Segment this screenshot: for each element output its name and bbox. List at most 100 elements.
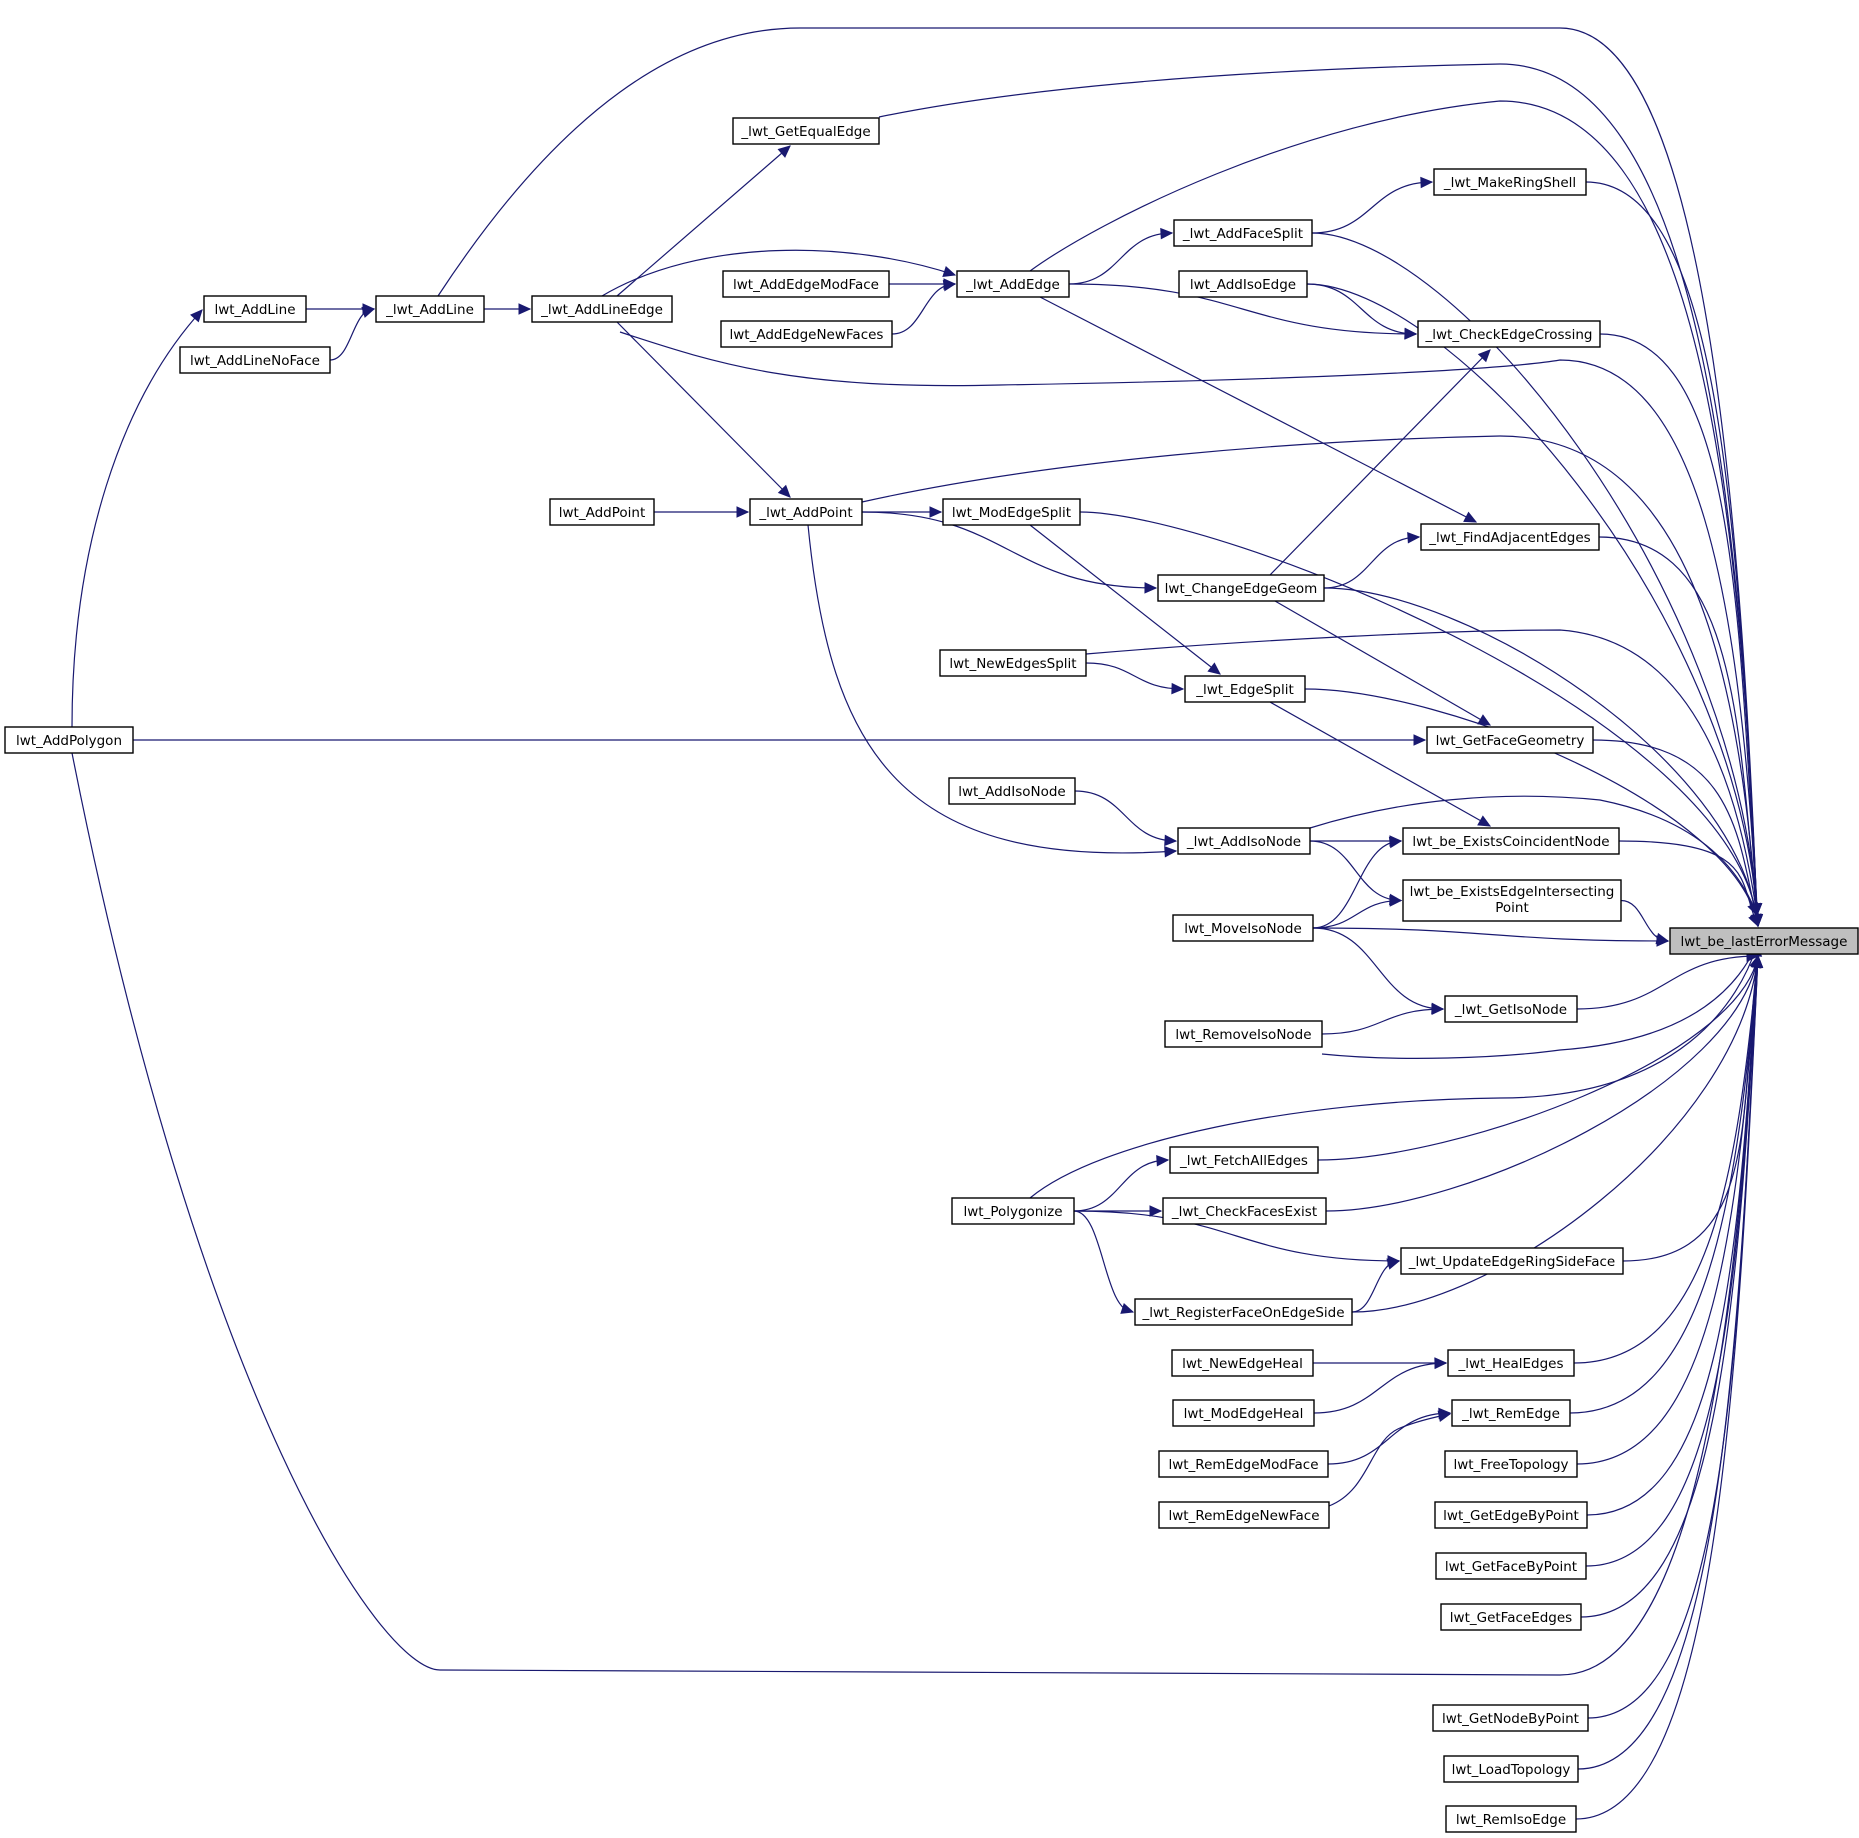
edge-ExistsCoincidentNode-to-root <box>1618 840 1759 928</box>
edge-FreeTopology-to-root <box>1576 954 1763 1465</box>
edge-ModEdgeSplit-to-_EdgeSplit <box>1029 524 1221 675</box>
node-box <box>1157 574 1325 602</box>
node-LoadTopology[interactable]: lwt_LoadTopology <box>1443 1755 1579 1783</box>
node-box <box>1402 827 1620 855</box>
node-NewEdgesSplit[interactable]: lwt_NewEdgesSplit <box>939 649 1087 677</box>
node-internal-GetEqualEdge[interactable]: _lwt_GetEqualEdge <box>732 117 880 145</box>
node-AddEdgeModFace[interactable]: lwt_AddEdgeModFace <box>722 270 890 298</box>
node-AddLine[interactable]: lwt_AddLine <box>203 295 307 323</box>
node-box <box>1440 1603 1582 1631</box>
node-ChangeEdgeGeom[interactable]: lwt_ChangeEdgeGeom <box>1157 574 1325 602</box>
edge-Polygonize-to-root <box>1029 943 1759 1199</box>
node-AddLineNoFace[interactable]: lwt_AddLineNoFace <box>179 346 331 374</box>
edge-ExistsEdgeIntersectingPoint-to-root <box>1620 899 1670 945</box>
node-AddPolygon[interactable]: lwt_AddPolygon <box>4 726 134 754</box>
node-Polygonize[interactable]: lwt_Polygonize <box>951 1197 1075 1225</box>
edge-_AddLine-to-_AddLineEdge <box>484 303 532 315</box>
edge-ModEdgeSplit-to-root <box>1079 511 1763 928</box>
node-AddPoint[interactable]: lwt_AddPoint <box>549 498 655 526</box>
edge-AddLineNoFace-to-_AddLine <box>329 306 376 361</box>
node-box <box>1177 827 1311 855</box>
node-ModEdgeSplit[interactable]: lwt_ModEdgeSplit <box>942 498 1081 526</box>
node-FreeTopology[interactable]: lwt_FreeTopology <box>1444 1450 1578 1478</box>
edge-_AddPoint-to-ChangeEdgeGeom <box>861 511 1158 594</box>
node-internal-FindAdjacentEdges[interactable]: _lwt_FindAdjacentEdges <box>1420 523 1600 551</box>
node-GetFaceEdges[interactable]: lwt_GetFaceEdges <box>1440 1603 1582 1631</box>
node-RemIsoEdge[interactable]: lwt_RemIsoEdge <box>1445 1805 1577 1833</box>
node-label: _lwt_RegisterFaceOnEdgeSide <box>1141 1305 1344 1321</box>
node-label: _lwt_FetchAllEdges <box>1179 1153 1308 1169</box>
node-internal-AddPoint[interactable]: _lwt_AddPoint <box>749 498 863 526</box>
node-label: lwt_FreeTopology <box>1453 1457 1568 1473</box>
node-GetFaceGeometry[interactable]: lwt_GetFaceGeometry <box>1426 726 1594 754</box>
edge-AddIsoEdge-to-_CheckEdgeCrossing <box>1306 283 1418 340</box>
node-box <box>942 498 1081 526</box>
node-GetNodeByPoint[interactable]: lwt_GetNodeByPoint <box>1432 1704 1589 1732</box>
node-box <box>948 777 1076 805</box>
node-box <box>531 295 673 323</box>
node-internal-AddIsoNode[interactable]: _lwt_AddIsoNode <box>1177 827 1311 855</box>
node-label: lwt_NewEdgesSplit <box>949 656 1076 672</box>
edge-AddIsoNode-to-_AddIsoNode <box>1074 790 1178 847</box>
edge-RemIsoEdge-to-root <box>1575 954 1764 1820</box>
node-GetFaceByPoint[interactable]: lwt_GetFaceByPoint <box>1435 1552 1587 1580</box>
node-box <box>749 498 863 526</box>
node-internal-AddEdge[interactable]: _lwt_AddEdge <box>956 270 1070 298</box>
node-label: lwt_AddIsoNode <box>958 784 1065 800</box>
node-box <box>549 498 655 526</box>
node-MoveIsoNode[interactable]: lwt_MoveIsoNode <box>1172 914 1314 942</box>
edge-Polygonize-to-_FetchAllEdges <box>1073 1154 1170 1212</box>
node-label: lwt_GetNodeByPoint <box>1442 1711 1579 1727</box>
node-RemEdgeModFace[interactable]: lwt_RemEdgeModFace <box>1158 1450 1329 1478</box>
node-ModEdgeHeal[interactable]: lwt_ModEdgeHeal <box>1172 1399 1315 1427</box>
node-RemoveIsoNode[interactable]: lwt_RemoveIsoNode <box>1164 1020 1323 1048</box>
node-box <box>951 1197 1075 1225</box>
node-box <box>1171 1349 1314 1377</box>
node-label: lwt_GetFaceEdges <box>1450 1610 1572 1626</box>
node-label: lwt_ModEdgeSplit <box>952 505 1071 521</box>
edge-MoveIsoNode-to-_GetIsoNode <box>1312 927 1445 1015</box>
node-label: lwt_be_ExistsCoincidentNode <box>1412 834 1609 850</box>
node-internal-AddLine[interactable]: _lwt_AddLine <box>375 295 485 323</box>
node-AddIsoEdge[interactable]: lwt_AddIsoEdge <box>1178 270 1308 298</box>
node-internal-CheckEdgeCrossing[interactable]: _lwt_CheckEdgeCrossing <box>1417 320 1601 348</box>
node-label: lwt_RemEdgeNewFace <box>1168 1508 1319 1524</box>
node-internal-CheckFacesExist[interactable]: _lwt_CheckFacesExist <box>1162 1197 1327 1225</box>
edge-_HealEdges-to-root <box>1573 954 1763 1364</box>
edge-AddPoint-to-_AddPoint <box>653 506 750 518</box>
node-internal-HealEdges[interactable]: _lwt_HealEdges <box>1447 1349 1575 1377</box>
node-label: lwt_RemoveIsoNode <box>1175 1027 1311 1043</box>
node-internal-FetchAllEdges[interactable]: _lwt_FetchAllEdges <box>1169 1146 1319 1174</box>
node-label: lwt_GetEdgeByPoint <box>1443 1508 1579 1524</box>
node-label: lwt_Polygonize <box>963 1204 1062 1220</box>
node-RemEdgeNewFace[interactable]: lwt_RemEdgeNewFace <box>1158 1501 1330 1529</box>
edge-_AddFaceSplit-to-_MakeRingShell <box>1311 176 1434 234</box>
node-label: lwt_be_lastErrorMessage <box>1681 934 1848 950</box>
node-internal-MakeRingShell[interactable]: _lwt_MakeRingShell <box>1433 168 1587 196</box>
node-box <box>1172 914 1314 942</box>
node-label: lwt_AddIsoEdge <box>1190 277 1296 293</box>
edge-AddPolygon-to-AddLine <box>71 309 203 728</box>
node-internal-AddLineEdge[interactable]: _lwt_AddLineEdge <box>531 295 673 323</box>
node-label: lwt_AddPolygon <box>16 733 122 749</box>
node-box <box>1432 1704 1589 1732</box>
node-box <box>1443 1755 1579 1783</box>
node-GetEdgeByPoint[interactable]: lwt_GetEdgeByPoint <box>1434 1501 1588 1529</box>
node-internal-EdgeSplit[interactable]: _lwt_EdgeSplit <box>1184 675 1306 703</box>
node-box <box>4 726 134 754</box>
node-label: Point <box>1495 900 1529 916</box>
node-root[interactable]: lwt_be_lastErrorMessage <box>1669 927 1859 955</box>
node-AddIsoNode[interactable]: lwt_AddIsoNode <box>948 777 1076 805</box>
node-internal-AddFaceSplit[interactable]: _lwt_AddFaceSplit <box>1173 219 1313 247</box>
node-box <box>722 270 890 298</box>
node-AddEdgeNewFaces[interactable]: lwt_AddEdgeNewFaces <box>720 320 893 348</box>
node-internal-RemEdge[interactable]: _lwt_RemEdge <box>1451 1399 1571 1427</box>
node-NewEdgeHeal[interactable]: lwt_NewEdgeHeal <box>1171 1349 1314 1377</box>
node-ExistsCoincidentNode[interactable]: lwt_be_ExistsCoincidentNode <box>1402 827 1620 855</box>
node-label: lwt_MoveIsoNode <box>1184 921 1302 937</box>
node-label: _lwt_RemEdge <box>1461 1406 1560 1422</box>
node-internal-GetIsoNode[interactable]: _lwt_GetIsoNode <box>1444 995 1578 1023</box>
node-internal-UpdateEdgeRingSideFace[interactable]: _lwt_UpdateEdgeRingSideFace <box>1400 1247 1624 1275</box>
node-internal-RegisterFaceOnEdgeSide[interactable]: _lwt_RegisterFaceOnEdgeSide <box>1134 1298 1353 1326</box>
